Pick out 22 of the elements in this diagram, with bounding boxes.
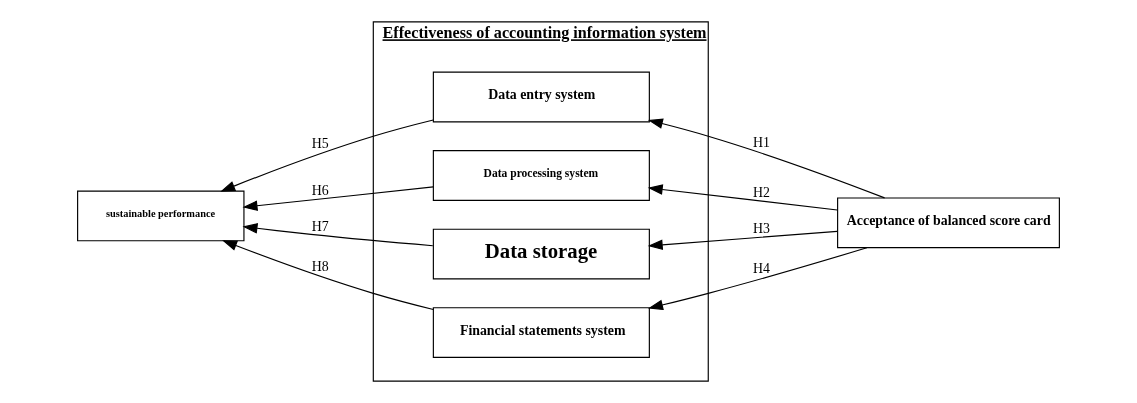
arrow (647, 230, 838, 251)
node-box: Financial statements system (432, 307, 650, 358)
edge-label: H7 (311, 218, 329, 234)
node-box: Data processing system (432, 150, 650, 201)
arrow (220, 119, 434, 192)
arrow (648, 247, 868, 311)
edge-label: H4 (752, 261, 770, 277)
arrow (242, 186, 434, 211)
arrow (647, 118, 886, 199)
node-box: Data entry system (432, 71, 650, 123)
node-box: sustainable performance (77, 190, 245, 242)
edge-label: H1 (752, 135, 770, 151)
edge-label: H6 (311, 182, 329, 198)
edge-label: H3 (752, 220, 770, 236)
arrow (647, 184, 838, 211)
arrow (242, 223, 434, 247)
edge-label: H2 (752, 185, 770, 200)
node-box: Data storage (432, 228, 650, 280)
edge-label: H5 (311, 136, 329, 152)
edge-label: H8 (311, 258, 329, 274)
arrow (222, 240, 434, 311)
node-box: Acceptance of balanced score card (837, 197, 1060, 249)
